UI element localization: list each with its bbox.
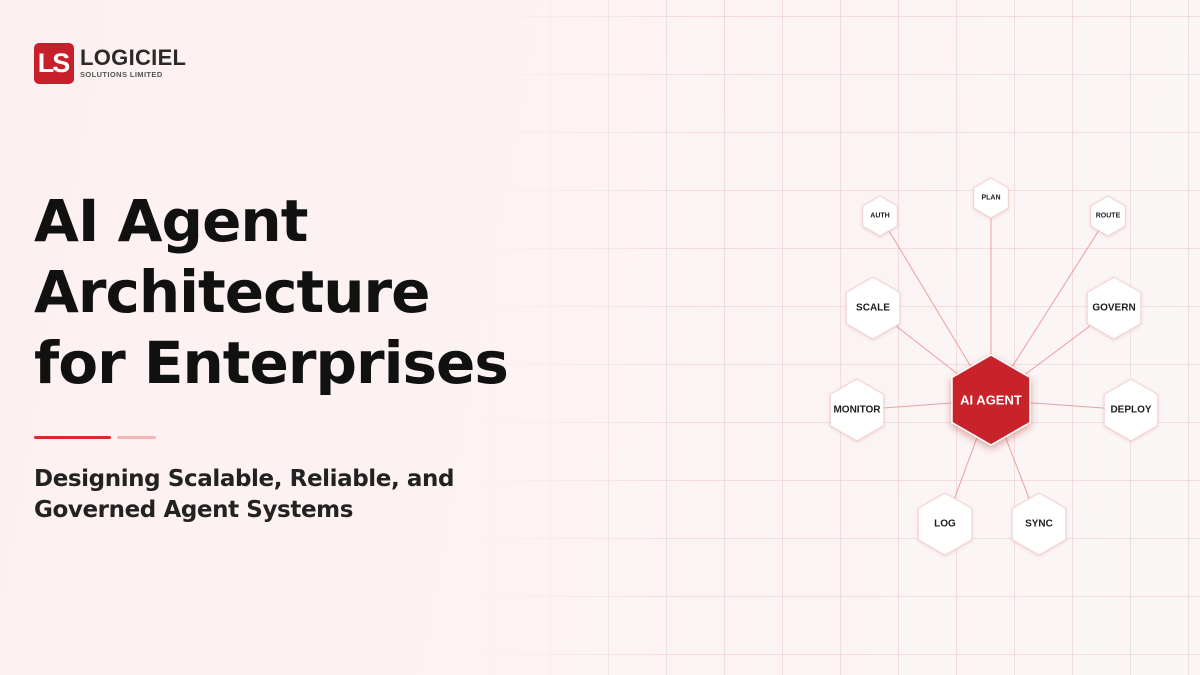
page-subtitle-line: Designing Scalable, Reliable, and: [34, 466, 455, 492]
node-label: DEPLOY: [1110, 405, 1151, 416]
page-subtitle: Designing Scalable, Reliable, and Govern…: [34, 464, 455, 526]
brand-subtitle: SOLUTIONS LIMITED: [80, 70, 163, 79]
page-title-line: Architecture: [34, 258, 430, 326]
diagram-node-auth: AUTH: [862, 195, 898, 237]
diagram-node-plan: PLAN: [973, 177, 1009, 219]
diagram-node-monitor: MONITOR: [829, 378, 885, 442]
hub-hexagon: [951, 354, 1031, 446]
node-label: AUTH: [870, 213, 889, 220]
accent-divider: [34, 436, 111, 439]
node-hexagon: [1103, 378, 1159, 442]
node-hexagon: [845, 276, 901, 340]
brand-logo: LS LOGICIEL SOLUTIONS LIMITED: [34, 43, 186, 84]
node-hexagon: [1011, 492, 1067, 556]
node-label: SYNC: [1025, 519, 1053, 530]
diagram-node-scale: SCALE: [845, 276, 901, 340]
hub-label: AI AGENT: [960, 393, 1022, 408]
brand-name: LOGICIEL: [80, 45, 187, 70]
accent-divider-light: [117, 436, 156, 439]
diagram-node-govern: GOVERN: [1086, 276, 1142, 340]
diagram-node-route: ROUTE: [1090, 195, 1126, 237]
node-hexagon: [829, 378, 885, 442]
diagram-node-sync: SYNC: [1011, 492, 1067, 556]
diagram-hub: AI AGENT: [951, 354, 1031, 446]
brand-logo-mark-text: LS: [37, 48, 70, 78]
node-label: ROUTE: [1096, 213, 1121, 220]
node-label: LOG: [934, 519, 956, 530]
page-title-line: for Enterprises: [34, 329, 509, 397]
page-title-line: AI Agent: [34, 187, 308, 255]
page-title: AI Agent Architecture for Enterprises: [34, 186, 509, 399]
brand-logo-mark: LS: [34, 43, 74, 84]
node-hexagon: [973, 177, 1009, 219]
node-label: PLAN: [981, 195, 1000, 202]
node-label: MONITOR: [833, 405, 881, 416]
node-label: SCALE: [856, 303, 890, 314]
diagram-node-deploy: DEPLOY: [1103, 378, 1159, 442]
node-hexagon: [1090, 195, 1126, 237]
brand-wordmark: LOGICIEL SOLUTIONS LIMITED: [80, 47, 186, 80]
diagram-node-log: LOG: [917, 492, 973, 556]
node-hexagon: [1086, 276, 1142, 340]
page-subtitle-line: Governed Agent Systems: [34, 497, 353, 523]
background-grid: [480, 0, 1200, 675]
node-hexagon: [862, 195, 898, 237]
node-label: GOVERN: [1092, 303, 1135, 314]
node-hexagon: [917, 492, 973, 556]
